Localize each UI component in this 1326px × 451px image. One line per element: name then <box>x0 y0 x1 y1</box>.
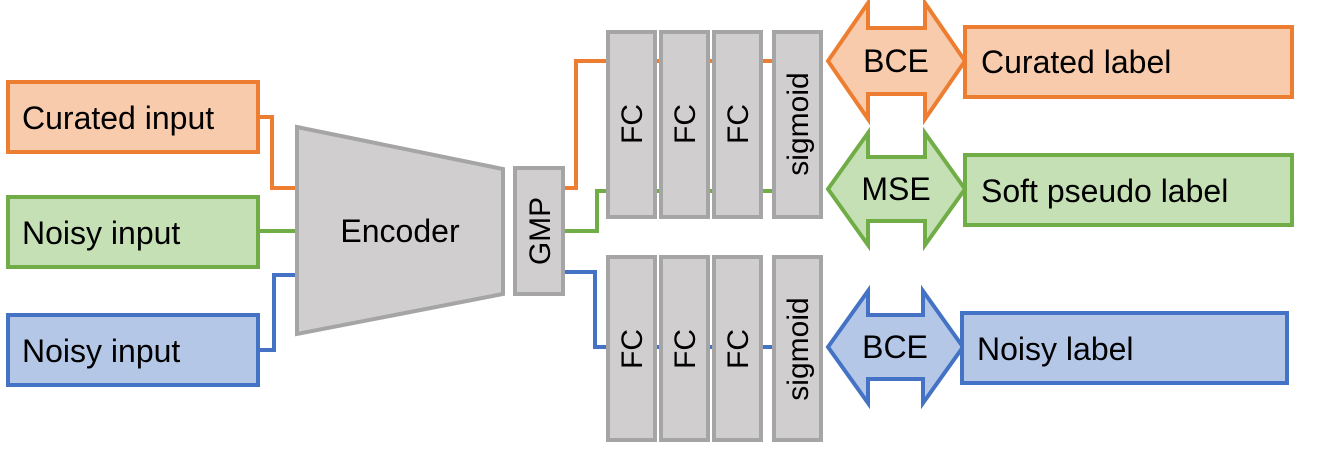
soft-pseudo-label-box: Soft pseudo label <box>963 153 1294 227</box>
top-fc3-block <box>712 30 763 219</box>
top-fc3-label: FC <box>722 104 755 144</box>
top-fc1-block <box>606 30 657 219</box>
gmp-label: GMP <box>524 197 557 265</box>
mse-label: MSE <box>861 171 930 207</box>
noisy-green-input-label: Noisy input <box>22 215 180 251</box>
top-fc2-block <box>659 30 710 219</box>
noisy-blue-input-label: Noisy input <box>22 333 180 369</box>
top-fc1-label: FC <box>616 104 649 144</box>
bottom-sigmoid-block <box>772 255 823 442</box>
bottom-head: FC FC FC sigmoid <box>606 255 823 442</box>
bce-bottom-arrow: BCE <box>825 284 966 410</box>
encoder-block: Encoder <box>295 124 505 337</box>
bottom-fc3-label: FC <box>722 329 755 369</box>
bce-bottom-label: BCE <box>862 329 928 365</box>
curated-input-box: Curated input <box>6 80 260 154</box>
bottom-fc1-block <box>606 255 657 442</box>
top-head: FC FC FC sigmoid <box>606 30 823 219</box>
noisy-label-box: Noisy label <box>960 311 1289 385</box>
curated-label-box: Curated label <box>963 25 1294 99</box>
gmp-block: GMP <box>513 166 565 296</box>
encoder-label: Encoder <box>340 213 460 249</box>
curated-input-label: Curated input <box>22 100 214 136</box>
curated-label-text: Curated label <box>981 44 1171 80</box>
mse-arrow: MSE <box>825 126 968 252</box>
noisy-blue-input-box: Noisy input <box>6 313 260 387</box>
bce-top-label: BCE <box>863 43 929 79</box>
noisy-blue-input-connector <box>258 273 298 352</box>
noisy-green-input-box: Noisy input <box>6 195 260 269</box>
bottom-fc2-block <box>659 255 710 442</box>
bottom-fc3-block <box>712 255 763 442</box>
bottom-sigmoid-label: sigmoid <box>782 297 815 400</box>
top-sigmoid-block <box>772 30 823 219</box>
soft-pseudo-label-text: Soft pseudo label <box>981 173 1228 209</box>
bce-top-arrow: BCE <box>825 0 968 126</box>
curated-input-connector <box>258 115 298 190</box>
noisy-label-text: Noisy label <box>977 331 1134 367</box>
top-fc2-label: FC <box>669 104 702 144</box>
bottom-fc2-label: FC <box>669 329 702 369</box>
top-sigmoid-label: sigmoid <box>782 72 815 175</box>
bottom-fc1-label: FC <box>616 329 649 369</box>
